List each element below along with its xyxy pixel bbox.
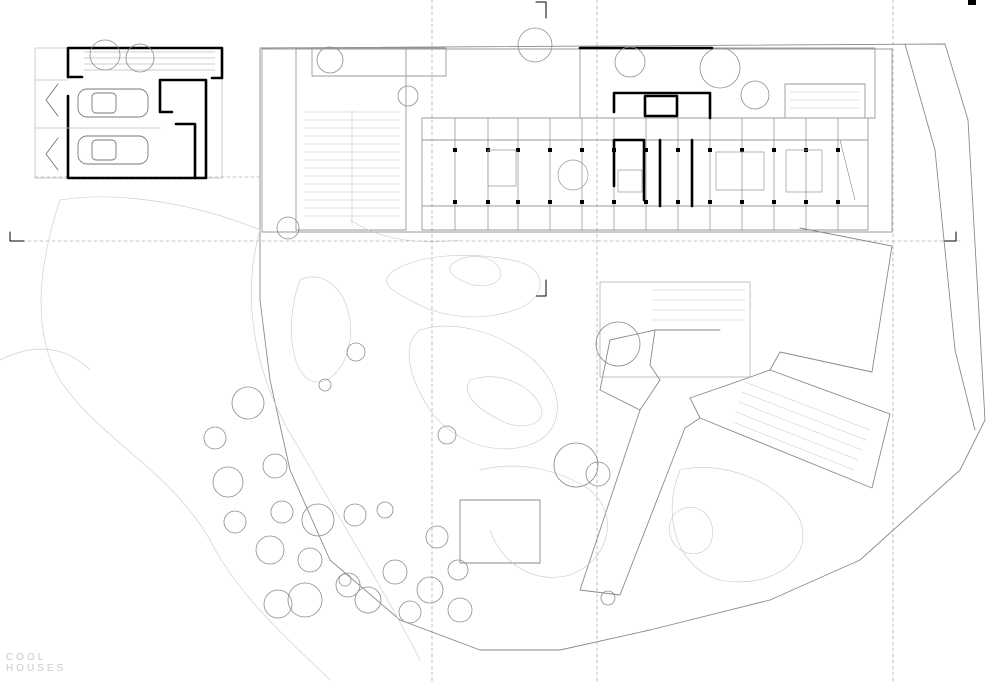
north-marker [968, 0, 976, 5]
terrain-outline [0, 196, 421, 681]
reference-axes [9, 0, 961, 682]
deck-boards [651, 289, 871, 471]
entry-arrow-icon [45, 83, 59, 171]
main-house [261, 46, 893, 233]
section-marker-icon [9, 1, 957, 297]
lower-wing [459, 227, 893, 596]
car-icon [77, 88, 149, 165]
watermark-line-2: HOUSES [6, 663, 67, 674]
watermark: COOL HOUSES [6, 652, 66, 674]
terrain-contours [291, 219, 804, 583]
watermark-line-1: COOL [6, 652, 47, 663]
tree-icon [89, 27, 770, 624]
site-boundary [259, 43, 986, 651]
garage [34, 46, 224, 180]
